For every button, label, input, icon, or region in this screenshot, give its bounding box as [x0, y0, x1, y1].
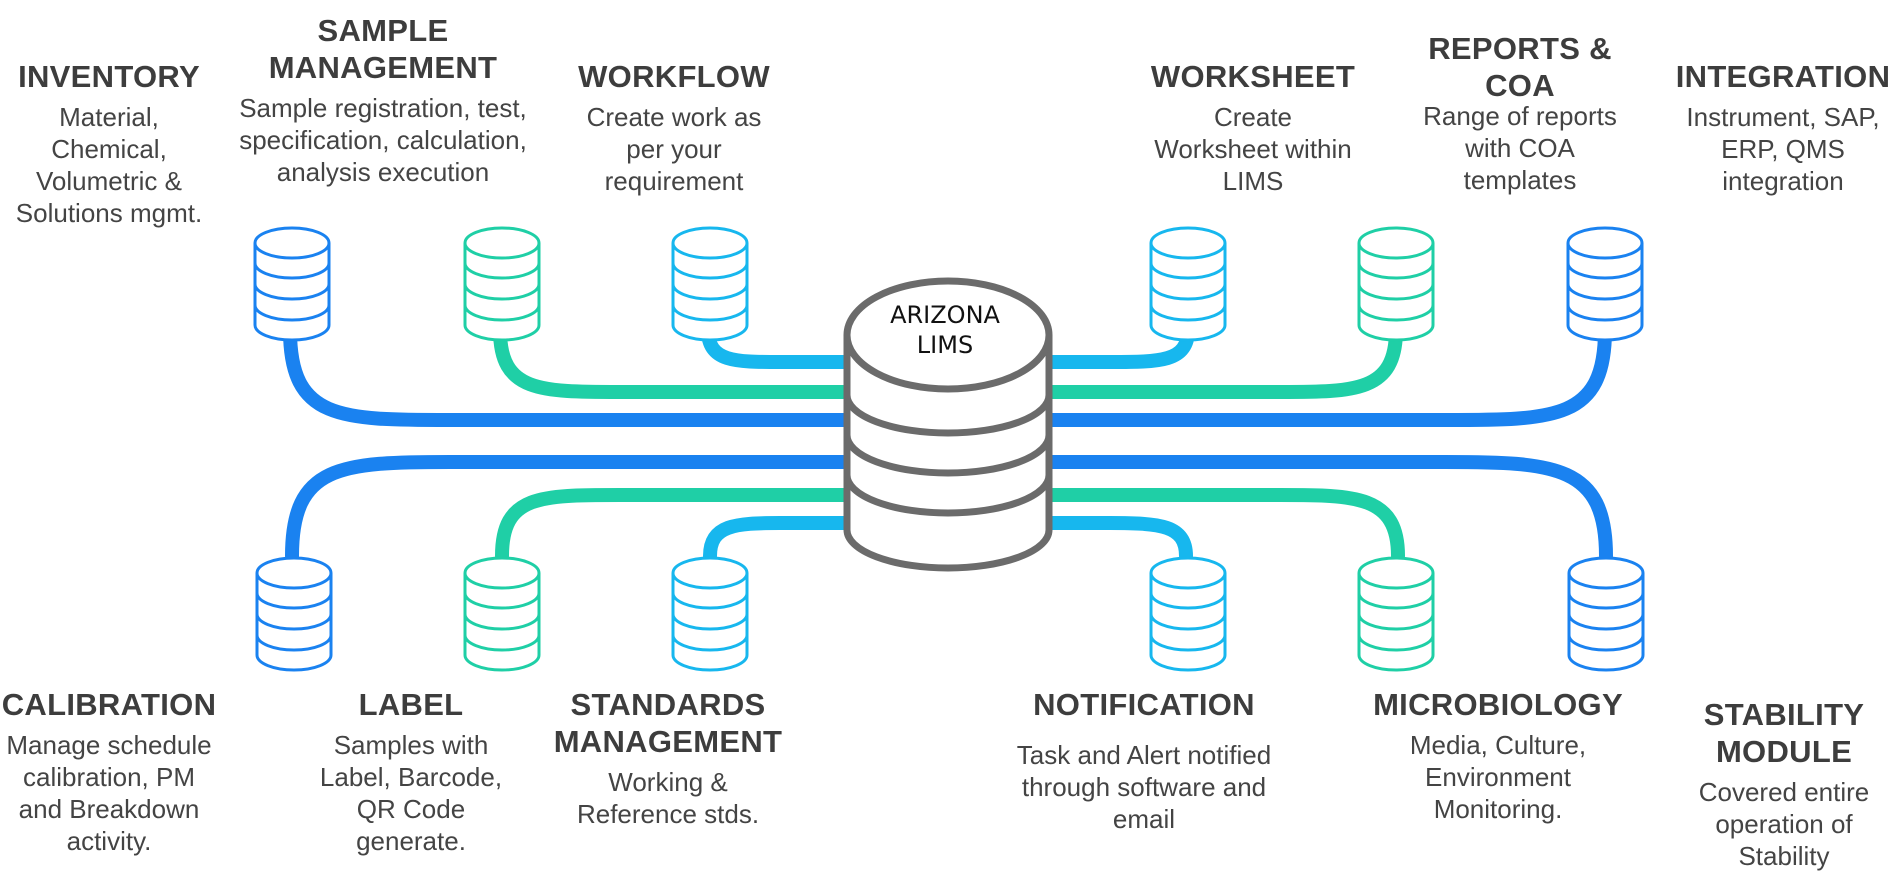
connector-microbiology — [1043, 488, 1405, 563]
module-desc: Instrument, SAP, ERP, QMS integration — [1686, 102, 1880, 196]
database-icon-standards — [671, 556, 749, 672]
module-calibration: CALIBRATION Manage schedule calibration,… — [0, 686, 218, 857]
database-icon-sample — [463, 226, 541, 342]
module-title: LABEL — [358, 687, 464, 722]
database-icon-microbiology — [1357, 556, 1435, 672]
module-title: NOTIFICATION — [1033, 687, 1255, 722]
database-icon-integration — [1566, 226, 1644, 342]
module-desc: Task and Alert notified through software… — [1016, 740, 1272, 834]
module-reports-coa: REPORTS & COA Range of reports with COA … — [1400, 30, 1640, 196]
module-workflow: WORKFLOW Create work as per your require… — [558, 58, 790, 197]
connector-label — [495, 488, 853, 563]
database-icon-inventory — [253, 226, 331, 342]
central-database-icon — [843, 277, 1053, 572]
connector-stability — [1043, 455, 1613, 563]
module-desc: Covered entire operation of Stability — [1698, 777, 1870, 871]
connector-reports — [1043, 323, 1403, 399]
connector-standards — [703, 516, 853, 563]
connector-notification — [1043, 516, 1193, 563]
module-inventory: INVENTORY Material, Chemical, Volumetric… — [0, 58, 218, 229]
connector-inventory — [283, 323, 853, 427]
module-desc: Range of reports with COA templates — [1423, 101, 1617, 195]
connector-calibration — [285, 455, 853, 563]
module-title: MICROBIOLOGY — [1373, 687, 1623, 722]
module-sample-management: SAMPLE MANAGEMENT Sample registration, t… — [222, 12, 544, 188]
module-integration: INTEGRATION Instrument, SAP, ERP, QMS in… — [1670, 58, 1896, 197]
module-desc: Media, Culture, Environment Monitoring. — [1409, 730, 1587, 824]
module-title: REPORTS & COA — [1428, 31, 1612, 103]
module-label: LABEL Samples with Label, Barcode, QR Co… — [306, 686, 516, 857]
module-standards-management: STANDARDS MANAGEMENT Working & Reference… — [548, 686, 788, 830]
module-desc: Working & Reference stds. — [576, 767, 760, 829]
module-title: WORKSHEET — [1150, 59, 1356, 94]
module-desc: Create work as per your requirement — [586, 102, 762, 196]
module-title: STABILITY MODULE — [1703, 697, 1865, 769]
database-icon-worksheet — [1149, 226, 1227, 342]
connector-integration — [1043, 323, 1612, 427]
module-worksheet: WORKSHEET Create Worksheet within LIMS — [1132, 58, 1374, 197]
database-icon-calibration — [255, 556, 333, 672]
module-desc: Material, Chemical, Volumetric & Solutio… — [15, 102, 203, 228]
module-title: INTEGRATION — [1675, 59, 1891, 94]
module-desc: Samples with Label, Barcode, QR Code gen… — [319, 730, 503, 856]
module-desc: Sample registration, test, specification… — [239, 93, 527, 187]
connector-sample — [493, 323, 853, 399]
module-title: INVENTORY — [18, 59, 200, 94]
module-title: WORKFLOW — [578, 59, 770, 94]
database-icon-stability — [1567, 556, 1645, 672]
module-microbiology: MICROBIOLOGY Media, Culture, Environment… — [1368, 686, 1628, 825]
database-icon-notification — [1149, 556, 1227, 672]
database-icon-reports — [1357, 226, 1435, 342]
module-title: SAMPLE MANAGEMENT — [268, 13, 498, 85]
module-desc: Manage schedule calibration, PM and Brea… — [6, 730, 212, 856]
module-title: STANDARDS MANAGEMENT — [553, 687, 783, 759]
module-desc: Create Worksheet within LIMS — [1154, 102, 1352, 196]
database-icon-label — [463, 556, 541, 672]
module-notification: NOTIFICATION Task and Alert notified thr… — [1000, 686, 1288, 835]
module-stability: STABILITY MODULE Covered entire operatio… — [1672, 696, 1896, 872]
core-label: ARIZONA LIMS — [890, 301, 1000, 359]
module-title: CALIBRATION — [1, 687, 217, 722]
database-icon-workflow — [671, 226, 749, 342]
